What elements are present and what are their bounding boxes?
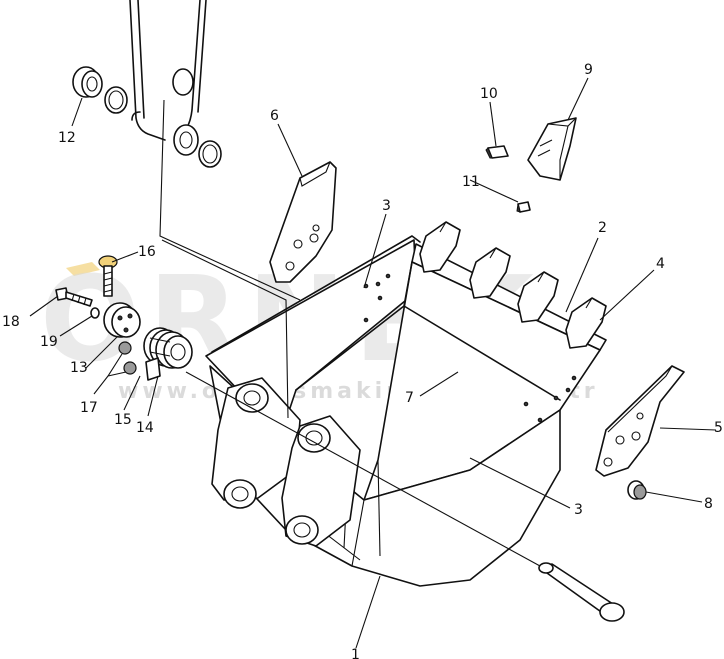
washer-part-19 — [90, 307, 100, 319]
tooth-adapter-4 — [565, 297, 607, 349]
callout-3-upper: 3 — [382, 198, 391, 214]
callout-9: 9 — [584, 62, 593, 78]
callout-3-lower: 3 — [574, 502, 583, 518]
leader-lines — [29, 77, 717, 649]
callout-12: 12 — [58, 130, 76, 146]
pin-part-1 — [538, 562, 625, 622]
nuts-part-17 — [118, 341, 137, 375]
pin-cap-12 — [72, 66, 103, 98]
o-ring-upper-right — [198, 140, 222, 168]
callout-11: 11 — [462, 174, 480, 190]
callout-14: 14 — [136, 420, 154, 436]
callout-13: 13 — [70, 360, 88, 376]
callout-labels: 1 2 3 3 4 5 6 7 8 9 10 11 12 13 14 15 16… — [2, 62, 723, 659]
bucket-bracket-right — [281, 415, 361, 547]
side-cutter-part-5 — [595, 365, 685, 477]
arm-linkage — [129, 0, 207, 156]
callout-2: 2 — [598, 220, 607, 236]
callout-19: 19 — [40, 334, 58, 350]
callout-16: 16 — [138, 244, 156, 260]
callout-10: 10 — [480, 86, 498, 102]
tooth-adapter-3 — [517, 271, 559, 323]
shim-stack-part-14 — [143, 327, 193, 369]
callout-5: 5 — [714, 420, 723, 436]
bolt-part-16 — [98, 255, 118, 297]
callout-6: 6 — [270, 108, 279, 124]
watermark-accent-mark — [66, 262, 100, 276]
callout-7: 7 — [405, 390, 414, 406]
nut-part-8 — [627, 480, 647, 500]
bucket-bracket-left — [211, 377, 301, 509]
callout-4: 4 — [656, 256, 665, 272]
shim-part-15 — [145, 357, 161, 381]
cap-part-13 — [103, 302, 141, 338]
bolt-part-18 — [55, 287, 93, 307]
o-ring-upper-left — [104, 86, 128, 114]
tooth-adapters — [419, 221, 607, 349]
tooth-adapter-1 — [419, 221, 461, 273]
callout-8: 8 — [704, 496, 713, 512]
callout-18: 18 — [2, 314, 20, 330]
wedge-part-10 — [485, 145, 509, 159]
side-cutter-part-6 — [269, 161, 337, 283]
tooth-adapter-2 — [469, 247, 511, 299]
callout-1: 1 — [351, 647, 360, 659]
tooth-part-9 — [527, 117, 577, 181]
small-pin-part-11 — [516, 201, 531, 213]
callout-17: 17 — [80, 400, 98, 416]
callout-15: 15 — [114, 412, 132, 428]
